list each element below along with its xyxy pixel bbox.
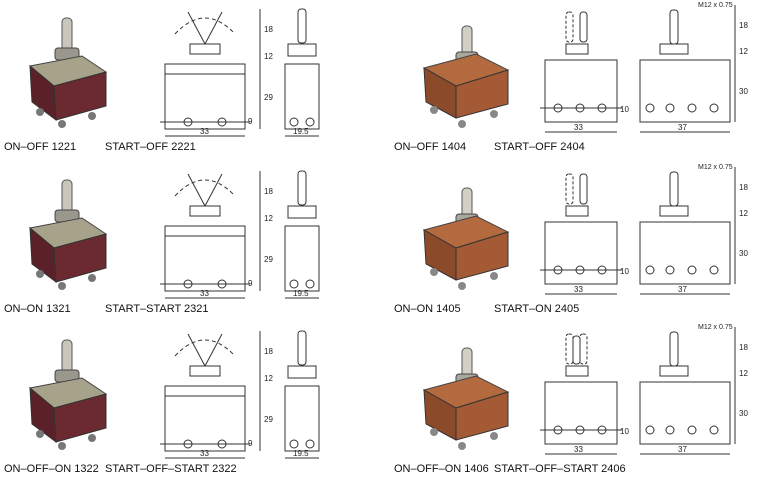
dimension-drawing-front-side: 18 12 29 9 33 19.5 [160,8,320,137]
model-label: ON–OFF 1221 [4,141,77,153]
variant-label: START–OFF–START 2406 [494,463,626,475]
variant-label: START–OFF 2221 [105,141,196,153]
toggle-switch-photo [422,187,510,290]
svg-text:37: 37 [678,445,687,454]
svg-text:33: 33 [574,123,583,132]
svg-text:29: 29 [264,93,273,102]
svg-text:37: 37 [678,123,687,132]
dimension-drawing-front-side: 10 33 M12 x 0.75 18 12 30 37 [540,324,748,455]
product-cell-1221: 18 12 29 9 33 19.5 ON–OFF 1221 START–OFF… [0,0,380,160]
svg-text:12: 12 [739,369,748,378]
svg-text:12: 12 [739,47,748,56]
toggle-switch-photo [28,339,108,450]
model-label: ON–OFF 1404 [394,141,467,153]
svg-text:19.5: 19.5 [293,127,309,136]
svg-text:18: 18 [739,343,748,352]
variant-label: START–OFF 2404 [494,141,585,153]
svg-text:12: 12 [264,214,273,223]
svg-text:9: 9 [248,439,253,448]
svg-text:18: 18 [264,187,273,196]
variant-label: START–OFF–START 2322 [105,463,237,475]
product-cell-1404: 10 33 M12 x 0.75 18 12 30 37 ON–OFF 1404… [390,0,761,160]
svg-text:33: 33 [200,449,209,458]
model-label: ON–OFF–ON 1322 [4,463,99,475]
svg-text:29: 29 [264,415,273,424]
toggle-switch-photo [422,25,510,128]
svg-text:18: 18 [739,21,748,30]
svg-text:9: 9 [248,117,253,126]
svg-text:10: 10 [620,427,629,436]
model-label: ON–ON 1405 [394,303,461,315]
svg-text:37: 37 [678,285,687,294]
svg-text:30: 30 [739,249,748,258]
svg-text:18: 18 [739,183,748,192]
svg-text:12: 12 [739,209,748,218]
svg-text:30: 30 [739,87,748,96]
dimension-drawing-front-side: 18 12 29 9 33 19.5 [160,170,320,299]
toggle-switch-photo [28,17,108,128]
svg-text:9: 9 [248,279,253,288]
svg-text:33: 33 [200,289,209,298]
model-label: ON–ON 1321 [4,303,71,315]
svg-text:33: 33 [200,127,209,136]
svg-text:30: 30 [739,409,748,418]
toggle-switch-photo [28,179,108,290]
dimension-drawing-front-side: 10 33 M12 x 0.75 18 12 30 37 [540,2,748,133]
svg-text:M12 x 0.75: M12 x 0.75 [698,164,733,171]
svg-text:18: 18 [264,347,273,356]
svg-text:19.5: 19.5 [293,289,309,298]
svg-text:12: 12 [264,374,273,383]
toggle-switch-photo [422,347,510,450]
dimension-drawing-front-side: 18 12 29 9 33 19.5 [160,330,320,459]
svg-text:33: 33 [574,285,583,294]
product-cell-1406: 10 33 M12 x 0.75 18 12 30 37 ON–OFF–ON 1… [390,322,761,482]
svg-text:10: 10 [620,267,629,276]
svg-text:19.5: 19.5 [293,449,309,458]
variant-label: START–START 2321 [105,303,209,315]
product-cell-1321: 18 12 29 9 33 19.5 ON–ON 1321 START–STAR… [0,162,380,322]
svg-text:M12 x 0.75: M12 x 0.75 [698,2,733,9]
variant-label: START–ON 2405 [494,303,580,315]
svg-text:33: 33 [574,445,583,454]
model-label: ON–OFF–ON 1406 [394,463,489,475]
svg-text:18: 18 [264,25,273,34]
svg-text:12: 12 [264,52,273,61]
svg-text:M12 x 0.75: M12 x 0.75 [698,324,733,331]
svg-text:29: 29 [264,255,273,264]
dimension-drawing-front-side: 10 33 M12 x 0.75 18 12 30 37 [540,164,748,295]
product-cell-1405: 10 33 M12 x 0.75 18 12 30 37 ON–ON 1405 … [390,162,761,322]
svg-text:10: 10 [620,105,629,114]
product-cell-1322: 18 12 29 9 33 19.5 ON–OFF–ON 1322 START–… [0,322,380,482]
